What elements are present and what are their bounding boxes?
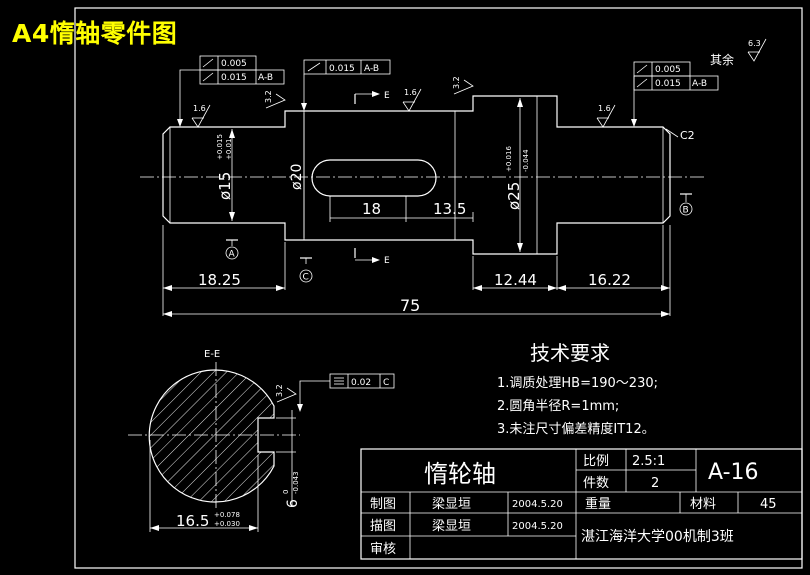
sec-dim-6: 6 [285, 499, 301, 508]
sec-dim-16-5-upper: +0.078 [214, 511, 240, 519]
svg-text:0.015: 0.015 [329, 64, 355, 74]
svg-text:C: C [383, 378, 389, 388]
tolerance-frame-center: 0.015 A-B [301, 59, 391, 111]
part-name: 惰轮轴 [424, 460, 496, 488]
tech-title: 技术要求 [530, 341, 610, 365]
svg-text:0.005: 0.005 [655, 65, 681, 75]
roughness-3-2-right: 3.2 [452, 76, 474, 95]
section-roughness-3-2: 3.2 [275, 384, 297, 403]
svg-text:0.015: 0.015 [655, 79, 681, 89]
dim-d25: ø25 [505, 182, 523, 210]
roughness-rest-label: 其余 [710, 52, 734, 67]
tech-item-3: 3.未注尺寸偏差精度IT12。 [497, 421, 655, 437]
qty-value: 2 [651, 476, 659, 491]
datum-c: C [299, 257, 313, 283]
review-label: 审核 [370, 542, 396, 557]
dim-d15-upper: +0.015 [216, 134, 224, 160]
drawn-name: 梁显垣 [432, 497, 471, 512]
weight-label: 重量 [585, 496, 611, 512]
tolerance-frame-section: 0.02 C [297, 373, 395, 412]
roughness-right-1-6: 1.6 [596, 104, 616, 128]
cross-section [128, 362, 300, 508]
drawing-title: A4惰轴零件图 [12, 19, 178, 48]
datum-b: B [679, 193, 693, 216]
keyway-slot [311, 159, 437, 197]
school-name: 湛江海洋大学00机制3班 [581, 529, 734, 545]
traced-date: 2004.5.20 [512, 521, 563, 532]
dim-len-75: 75 [400, 296, 420, 315]
dim-d25-upper: +0.016 [505, 146, 513, 172]
svg-text:A-B: A-B [692, 79, 707, 89]
svg-text:0.005: 0.005 [221, 59, 247, 69]
drawing-border [74, 7, 803, 569]
dim-len-18-25: 18.25 [198, 271, 241, 289]
svg-text:E: E [384, 91, 390, 101]
dim-len-16-22: 16.22 [588, 271, 631, 289]
svg-text:1.6: 1.6 [193, 104, 206, 113]
sec-dim-6-lower: -0.043 [292, 471, 300, 494]
roughness-3-2-left: 3.2 [264, 90, 286, 109]
section-mark-top: E [354, 91, 390, 104]
tech-item-1: 1.调质处理HB=190～230; [497, 376, 658, 391]
svg-text:E: E [384, 256, 390, 266]
tech-item-2: 2.圆角半径R=1mm; [497, 399, 619, 414]
section-mark-bottom: E [354, 248, 390, 266]
svg-text:A-B: A-B [364, 64, 379, 74]
tolerance-frame-right: 0.005 0.015 A-B [631, 61, 719, 127]
roughness-left-1-6: 1.6 [191, 104, 211, 128]
roughness-rest: 其余 6.3 [710, 38, 767, 67]
svg-text:3.2: 3.2 [264, 90, 273, 103]
svg-text:1.6: 1.6 [598, 104, 611, 113]
dim-d15-lower: +0.01 [225, 139, 233, 160]
svg-text:3.2: 3.2 [452, 76, 461, 89]
drawn-label: 制图 [370, 497, 396, 512]
drawing-number: A-16 [708, 460, 759, 485]
traced-name: 梁显垣 [432, 519, 471, 534]
dim-d15: ø15 [216, 172, 234, 200]
drawn-date: 2004.5.20 [512, 499, 563, 510]
scale-value: 2.5:1 [632, 454, 665, 469]
section-title: E-E [204, 349, 220, 360]
dim-d20: ø20 [289, 164, 305, 190]
svg-text:3.2: 3.2 [275, 384, 284, 397]
shaft-outline [162, 95, 671, 255]
dim-d25-lower: -0.044 [522, 149, 530, 172]
sec-dim-16-5: 16.5 [176, 512, 209, 530]
svg-text:A-B: A-B [258, 73, 273, 83]
scale-label: 比例 [583, 454, 609, 469]
material-value: 45 [760, 497, 777, 512]
dim-len-13-5: 13.5 [433, 200, 466, 218]
sec-dim-16-5-lower: +0.030 [214, 520, 240, 528]
sec-dim-6-upper: 0 [282, 490, 290, 494]
svg-text:A: A [229, 250, 236, 260]
datum-a: A [225, 239, 239, 260]
chamfer-c2: C2 [680, 129, 695, 142]
svg-text:B: B [683, 206, 689, 216]
svg-text:0.02: 0.02 [351, 378, 371, 388]
material-label: 材料 [690, 497, 716, 512]
tolerance-frame-left: 0.005 0.015 A-B [177, 55, 285, 127]
dim-len-12-44: 12.44 [494, 271, 537, 289]
svg-text:C: C [303, 273, 309, 283]
svg-text:6.3: 6.3 [748, 39, 761, 48]
svg-text:0.015: 0.015 [221, 73, 247, 83]
roughness-center-1-6: 1.6 [402, 88, 422, 112]
svg-text:1.6: 1.6 [404, 88, 417, 97]
title-block [360, 448, 803, 560]
dim-len-18: 18 [362, 200, 381, 218]
traced-label: 描图 [370, 519, 396, 534]
qty-label: 件数 [583, 476, 609, 491]
